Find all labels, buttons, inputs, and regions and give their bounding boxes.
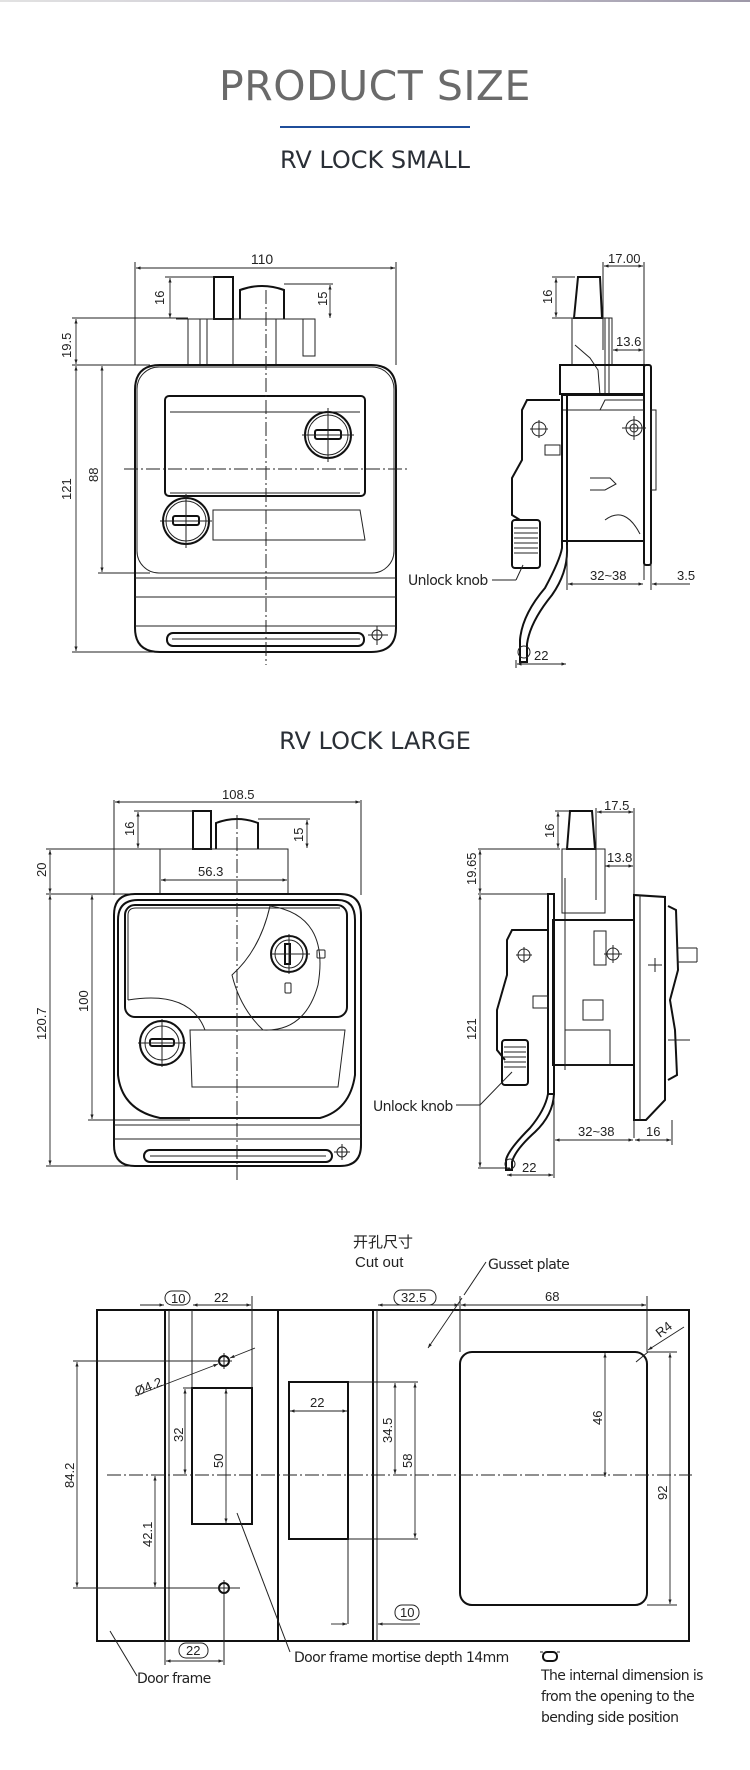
dim-small-cyl15: 15 bbox=[315, 292, 330, 306]
dim-small-side-bolt: 16 bbox=[540, 290, 555, 304]
dim-small-width: 110 bbox=[251, 251, 274, 267]
note-line-3: bending side position bbox=[541, 1710, 678, 1726]
cut-out-drawing: 开孔尺寸 Cut out Gusset plate 10 22 32.5 68 bbox=[62, 1234, 704, 1726]
large-lock-side-view: 17.5 13.8 16 19.65 121 bbox=[373, 798, 698, 1178]
dim-gusset-offset: 32.5 bbox=[401, 1290, 426, 1305]
dim-large-bolt-depth: 13.8 bbox=[607, 850, 632, 865]
dim-large-neck-width: 56.3 bbox=[198, 864, 223, 879]
dim-small-bolt16: 16 bbox=[152, 291, 167, 305]
dim-large-flange: 16 bbox=[646, 1124, 660, 1139]
dim-large-cyl15: 15 bbox=[291, 828, 306, 842]
page-title: PRODUCT SIZE bbox=[219, 62, 531, 110]
keyhole-icon bbox=[160, 494, 212, 548]
dim-strike-height: 58 bbox=[400, 1454, 415, 1468]
gusset-label: Gusset plate bbox=[488, 1257, 569, 1273]
bend-symbol-icon bbox=[540, 1651, 560, 1662]
dim-small-handle: 22 bbox=[534, 648, 548, 663]
dim-large-depth: 17.5 bbox=[604, 798, 629, 813]
dim-large-side-body: 121 bbox=[464, 1018, 479, 1040]
door-frame-label: Door frame bbox=[137, 1671, 211, 1687]
dim-large-door: 32~38 bbox=[578, 1124, 615, 1139]
large-unlock-label: Unlock knob bbox=[373, 1099, 453, 1115]
keyhole-icon bbox=[138, 1019, 186, 1067]
dim-cutout-width: 68 bbox=[545, 1289, 559, 1304]
dim-corner-radius: R4 bbox=[653, 1318, 675, 1340]
dim-cutout-height: 92 bbox=[655, 1486, 670, 1500]
section-title-large: RV LOCK LARGE bbox=[279, 727, 471, 755]
dim-large-handle: 22 bbox=[522, 1160, 536, 1175]
dim-small-bolt-depth: 13.6 bbox=[616, 334, 641, 349]
keyhole-icon bbox=[270, 934, 310, 974]
dim-large-neck-height: 20 bbox=[34, 863, 49, 877]
dim-strike-width: 22 bbox=[310, 1395, 324, 1410]
dim-strike-upper: 34.5 bbox=[380, 1418, 395, 1443]
dim-frame-22-bottom: 22 bbox=[186, 1643, 200, 1658]
dim-large-width: 108.5 bbox=[222, 787, 255, 802]
dim-small-door: 32~38 bbox=[590, 568, 627, 583]
dim-upper-mortise: 32 bbox=[171, 1428, 186, 1442]
dim-frame-10-top: 10 bbox=[171, 1291, 185, 1306]
dim-large-bezel: 100 bbox=[76, 990, 91, 1012]
section-title-small: RV LOCK SMALL bbox=[279, 146, 471, 174]
dim-small-depth: 17.00 bbox=[608, 251, 641, 266]
cutout-title-cn: 开孔尺寸 bbox=[353, 1234, 413, 1251]
unlock-knob bbox=[501, 1039, 529, 1086]
dim-lower-hole: 42.1 bbox=[140, 1522, 155, 1547]
small-lock-side-view: 17.00 13.6 16 bbox=[408, 251, 695, 668]
dim-small-flange: 3.5 bbox=[677, 568, 695, 583]
dim-small-neck: 19.5 bbox=[59, 333, 74, 358]
note-line-1: The internal dimension is bbox=[540, 1668, 703, 1684]
top-divider bbox=[0, 0, 750, 2]
large-lock-front-view: 108.5 16 15 56.3 20 120.7 100 bbox=[34, 787, 362, 1180]
dim-large-bolt16: 16 bbox=[122, 822, 137, 836]
mount-hole-icon bbox=[216, 1353, 232, 1369]
dim-large-total: 120.7 bbox=[34, 1007, 49, 1040]
dim-small-total: 121 bbox=[59, 478, 74, 500]
dim-small-bezel: 88 bbox=[86, 468, 101, 482]
small-unlock-label: Unlock knob bbox=[408, 573, 488, 589]
dim-large-side-bolt: 16 bbox=[542, 824, 557, 838]
note-line-2: from the opening to the bbox=[541, 1689, 694, 1705]
title-underline bbox=[280, 126, 470, 128]
dim-large-side-neck: 19.65 bbox=[464, 852, 479, 885]
cutout-title-en: Cut out bbox=[355, 1254, 404, 1271]
unlock-knob bbox=[511, 519, 541, 569]
lock-icon bbox=[284, 949, 326, 994]
dim-hole-diameter: Ø4.2 bbox=[133, 1374, 165, 1398]
dim-frame-22: 22 bbox=[214, 1290, 228, 1305]
keyhole-icon bbox=[302, 408, 354, 462]
dim-cutout-half: 46 bbox=[590, 1411, 605, 1425]
dim-hole-spacing: 84.2 bbox=[62, 1463, 77, 1488]
dim-frame-10-bottom: 10 bbox=[400, 1605, 414, 1620]
small-lock-front-view: 110 16 15 19.5 121 88 bbox=[59, 251, 408, 665]
mortise-label: Door frame mortise depth 14mm bbox=[294, 1650, 509, 1666]
dim-mortise-height: 50 bbox=[211, 1454, 226, 1468]
